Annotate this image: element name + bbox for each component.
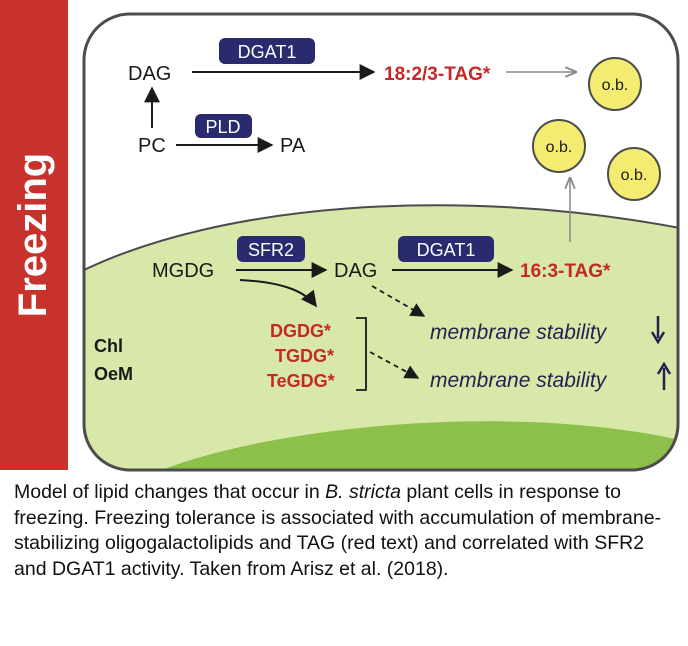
caption-part2: plant cells in response to freezing. Fre… xyxy=(14,481,662,580)
sfr2-box xyxy=(237,236,305,262)
lipid-droplet: o.b. xyxy=(588,57,642,111)
oligo-bracket xyxy=(356,317,367,391)
thylakoid-region xyxy=(150,421,678,470)
freezing-side-bar xyxy=(0,0,68,470)
figure-caption: Model of lipid changes that occur in B. … xyxy=(14,480,674,582)
pld-box xyxy=(195,114,252,138)
dgat1-plastid-label: DGAT1 xyxy=(417,240,476,260)
dag-to-stability-dashed-arrow xyxy=(371,285,426,317)
oem-label: OeM xyxy=(94,364,133,384)
lipid-droplet: o.b. xyxy=(607,147,661,201)
pld-label: PLD xyxy=(205,117,240,137)
dgat1-cytosol-box xyxy=(219,38,315,64)
freezing-label: Freezing xyxy=(11,153,55,317)
dgat1-plastid-box xyxy=(398,236,494,262)
sfr2-label: SFR2 xyxy=(248,240,294,260)
caption-part1: Model of lipid changes that occur in xyxy=(14,481,326,503)
product-tegdg: TeGDG* xyxy=(267,371,335,391)
lipid-droplet: o.b. xyxy=(532,119,586,173)
product-dgdg: DGDG* xyxy=(270,321,331,341)
cytosol-tag: 18:2/3-TAG* xyxy=(384,64,491,85)
mgdg-to-oligo-arrow xyxy=(239,279,317,308)
svg-text:o.b.: o.b. xyxy=(621,167,648,184)
chloroplast-mgdg: MGDG xyxy=(152,260,214,282)
membrane-stability-down: membrane stability xyxy=(430,321,608,344)
cytosol-dag: DAG xyxy=(128,63,171,85)
svg-text:o.b.: o.b. xyxy=(546,139,573,156)
cell-border xyxy=(82,12,680,472)
membrane-stability-up: membrane stability xyxy=(430,369,608,392)
chloroplast-dag: DAG xyxy=(334,260,377,282)
arrow-down-icon xyxy=(650,316,666,345)
cytosol-pa: PA xyxy=(280,135,306,157)
oligo-to-stability-dashed-arrow xyxy=(369,351,420,379)
svg-text:o.b.: o.b. xyxy=(602,77,629,94)
product-tgdg: TGDG* xyxy=(275,346,334,366)
caption-species: B. stricta xyxy=(325,481,401,503)
chloroplast-tag: 16:3-TAG* xyxy=(520,261,611,282)
lipid-model-diagram: Freezing DAG DGAT1 18:2/3-TAG* PC PLD PA… xyxy=(0,0,680,472)
chloroplast-region xyxy=(84,204,678,470)
arrow-up-icon xyxy=(656,361,672,390)
chl-label: Chl xyxy=(94,336,123,356)
dgat1-cytosol-label: DGAT1 xyxy=(238,42,297,62)
cytosol-pc: PC xyxy=(138,135,166,157)
